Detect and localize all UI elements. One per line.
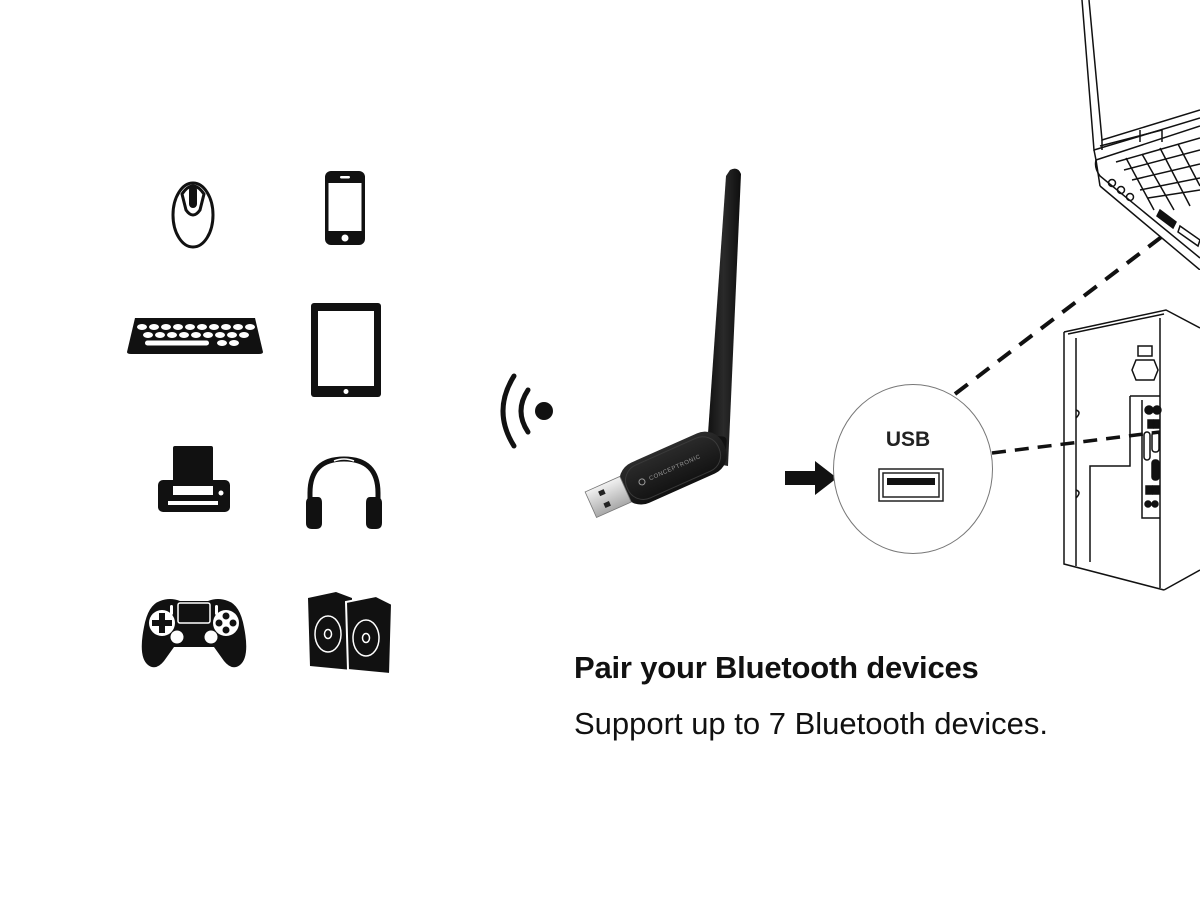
smartphone-icon — [325, 171, 365, 245]
speakers-icon — [306, 590, 392, 674]
tablet-icon — [311, 303, 381, 397]
usb-label: USB — [885, 428, 931, 451]
usb-port-icon — [878, 468, 944, 502]
keyboard-icon — [127, 318, 263, 354]
device-grid — [0, 0, 460, 700]
subline: Support up to 7 Bluetooth devices. — [574, 706, 1048, 741]
headline: Pair your Bluetooth devices — [574, 650, 979, 685]
bluetooth-usb-dongle: CONCEPTRONIC — [580, 166, 750, 526]
wireless-signal-icon — [496, 372, 556, 450]
printer-icon — [158, 446, 230, 512]
desktop-tower-illustration — [1060, 300, 1200, 600]
laptop-illustration — [1080, 0, 1200, 270]
mouse-icon — [170, 180, 216, 250]
headphones-icon — [304, 455, 384, 531]
arrow-right-icon — [785, 461, 839, 495]
gamepad-icon — [140, 597, 248, 669]
